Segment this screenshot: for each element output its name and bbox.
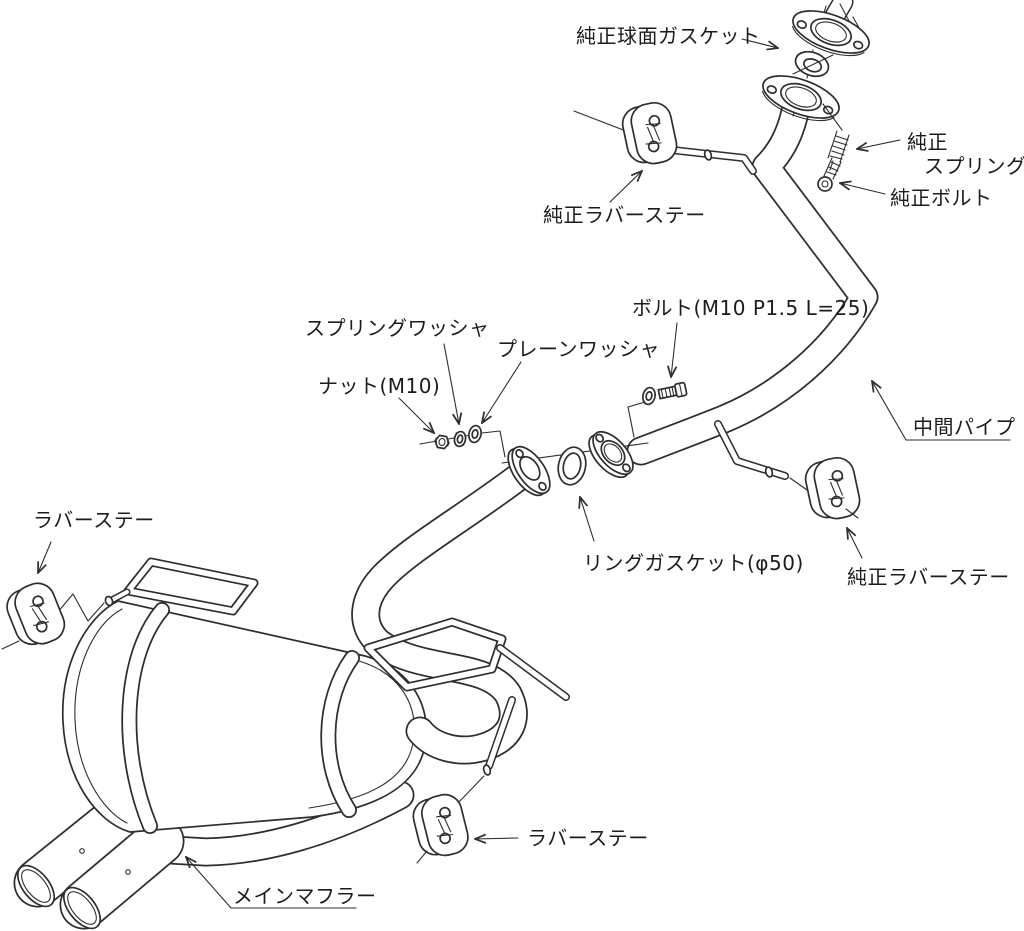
leader-genuine-spring (857, 139, 901, 149)
plain-washer-part (468, 424, 482, 444)
rubber-stay-bottom-part (408, 790, 473, 863)
bolt-m10-part (657, 381, 688, 400)
label-rubber-stay-bottom: ラバーステー (527, 826, 649, 850)
hanger-collar (703, 149, 713, 161)
hanger-collar (482, 764, 492, 776)
leader-rubber-stay-bottom (475, 838, 519, 839)
label-genuine-spherical-gasket: 純正球面ガスケット (576, 24, 761, 48)
rubber-stay-right-part (801, 453, 864, 525)
intermediate-pipe-front-hanger (573, 98, 757, 175)
label-plain-washer: プレーンワッシャ (497, 337, 660, 361)
lower-flange (762, 75, 840, 122)
label-genuine-rubber-stay-right: 純正ラバーステー (847, 565, 1010, 589)
spring-washer-part (453, 430, 467, 448)
rubber-stay-top-part (618, 98, 681, 170)
intermediate-pipe-drawing (626, 97, 879, 466)
leader-ring-gasket (580, 497, 595, 542)
pipe-side-flange (588, 430, 634, 479)
muffler-side-flange (507, 445, 551, 497)
leader-spherical-gasket (741, 38, 778, 48)
muffler-inlet-pipe (351, 457, 540, 765)
hanger-collar (764, 466, 774, 478)
tip-rivet (125, 869, 131, 875)
mid-flange-joint (419, 381, 688, 497)
leader-genuine-bolt (840, 183, 886, 195)
label-genuine-rubber-stay-top: 純正ラバーステー (543, 203, 706, 227)
leader-bolt (671, 322, 678, 377)
label-genuine-bolt: 純正ボルト (890, 186, 993, 210)
tip-rivet (79, 848, 85, 854)
upper-flange (792, 10, 870, 57)
leader-spring-washer (443, 343, 459, 424)
label-intermediate-pipe: 中間パイプ (913, 415, 1016, 439)
label-rubber-stay-left: ラバーステー (33, 508, 155, 532)
label-nut: ナット(M10) (318, 374, 440, 398)
leader-intermediate-pipe (872, 381, 1011, 441)
leader-rubber-stay-top (609, 171, 642, 203)
leader-rubber-stay-right (847, 528, 863, 559)
washer-for-bolt (642, 386, 656, 406)
rubber-stay-left-part (0, 577, 71, 654)
hanger-pin (104, 595, 114, 607)
nut-m10-part (434, 434, 450, 450)
label-genuine-spring-1: 純正 (907, 130, 948, 154)
intermediate-pipe-rear-hanger (714, 420, 864, 525)
downpipe-joint (762, 0, 870, 122)
genuine-bolt-part (817, 157, 842, 192)
genuine-spring-bolt (817, 103, 850, 192)
ring-gasket-part (557, 446, 587, 486)
labels: 純正球面ガスケット 純正 スプリング 純正ボルト 純正ラバーステー スプリングワ… (33, 24, 1024, 909)
main-muffler-drawing (61, 600, 428, 834)
spherical-gasket-part (794, 50, 830, 78)
genuine-spring-part (827, 130, 850, 163)
exhaust-tips (13, 792, 185, 930)
leader-plain-washer (482, 361, 522, 423)
label-ring-gasket: リングガスケット(φ50) (583, 551, 804, 575)
leader-nut (398, 397, 434, 433)
label-bolt: ボルト(M10 P1.5 L=25) (632, 296, 869, 320)
muffler-hangers (0, 557, 570, 864)
leader-rubber-stay-left (38, 541, 52, 573)
label-spring-washer: スプリングワッシャ (305, 316, 490, 340)
label-genuine-spring-2: スプリング (924, 154, 1024, 178)
leader-main-muffler (186, 857, 357, 909)
label-main-muffler: メインマフラー (233, 884, 377, 908)
